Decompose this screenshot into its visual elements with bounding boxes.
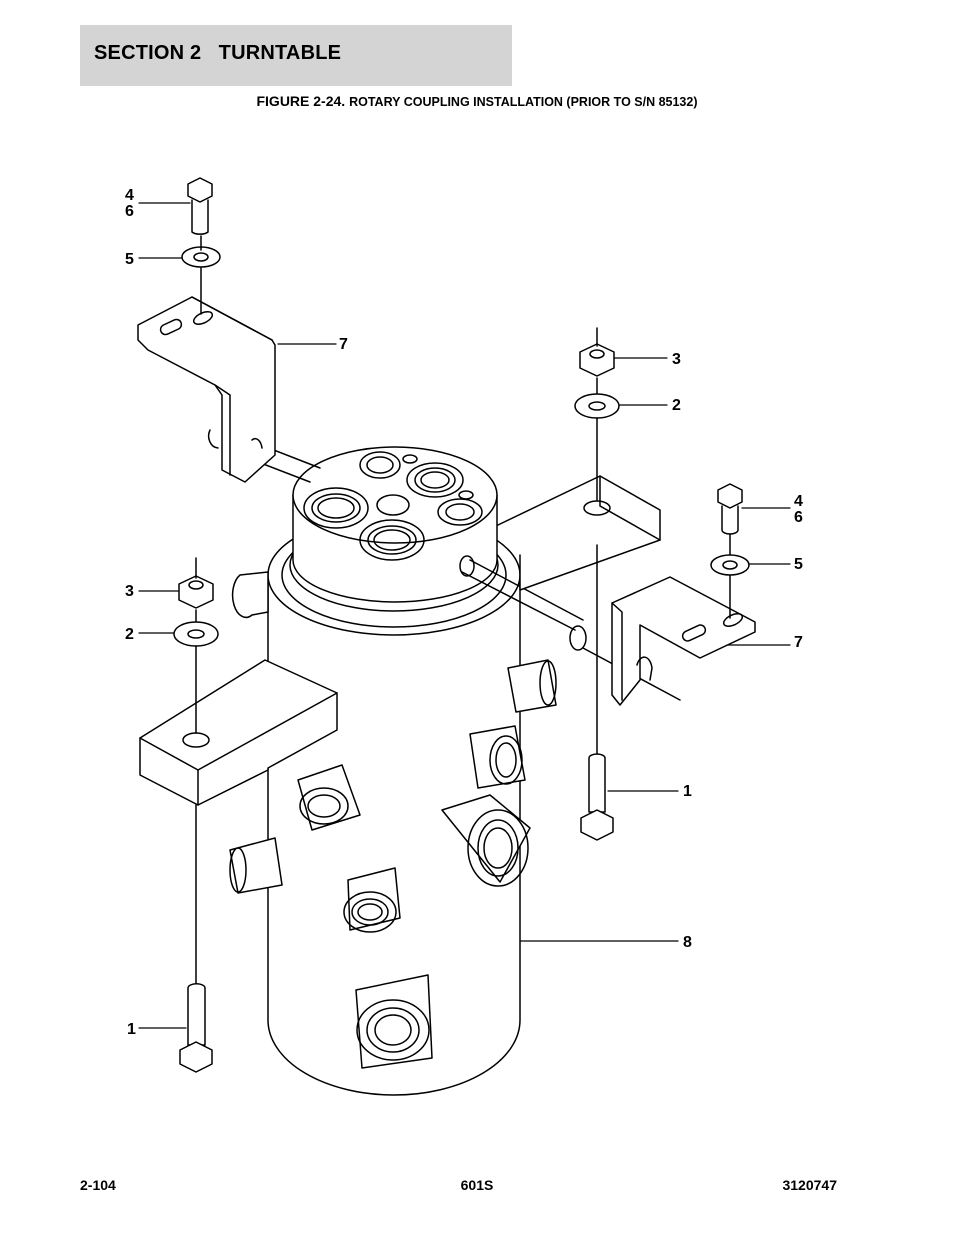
right-bottom-bolt (580, 753, 614, 841)
top-ports (303, 451, 483, 561)
callout-3-left: 3 (125, 583, 134, 600)
side-ports (229, 571, 557, 1069)
right-top-washer (574, 393, 620, 419)
model-name: 601S (460, 1177, 494, 1193)
coupling-body (229, 446, 557, 1096)
callout-8: 8 (683, 934, 692, 951)
right-bar (497, 475, 661, 591)
callout-1-left: 1 (127, 1021, 136, 1038)
left-nut (178, 575, 214, 609)
left-washer (173, 621, 219, 647)
callout-6-left: 6 (125, 203, 134, 220)
right-small-bolt (717, 483, 743, 535)
page-number: 2-104 (80, 1177, 116, 1193)
document-number: 3120747 (782, 1177, 837, 1193)
left-top-bolt (187, 177, 213, 235)
leader-lines (138, 202, 791, 1029)
callout-5-left: 5 (125, 251, 134, 268)
callout-3-right: 3 (672, 351, 681, 368)
callout-labels: 4 6 5 7 3 2 4 6 5 7 3 2 1 8 1 (125, 187, 803, 1038)
section-title: SECTION 2 TURNTABLE (94, 42, 342, 64)
left-bar (139, 659, 338, 806)
callout-4-left: 4 (125, 187, 134, 204)
right-top-nut (579, 343, 615, 377)
figure-title: ROTARY COUPLING INSTALLATION (PRIOR TO S… (349, 95, 698, 109)
callout-7-right: 7 (794, 634, 803, 651)
left-bracket (137, 296, 276, 483)
callout-5-right: 5 (794, 556, 803, 573)
section-header: SECTION 2 TURNTABLE (80, 25, 512, 86)
callout-4-right: 4 (794, 493, 803, 510)
callout-2-right: 2 (672, 397, 681, 414)
left-bottom-bolt (179, 983, 213, 1073)
right-bracket (611, 576, 756, 706)
figure-caption: FIGURE 2-24. ROTARY COUPLING INSTALLATIO… (0, 93, 954, 109)
callout-1-right: 1 (683, 783, 692, 800)
callout-2-left: 2 (125, 626, 134, 643)
callout-6-right: 6 (794, 509, 803, 526)
figure-number: FIGURE 2-24. (256, 93, 346, 109)
callout-7-left: 7 (339, 336, 348, 353)
right-small-washer (710, 554, 750, 576)
